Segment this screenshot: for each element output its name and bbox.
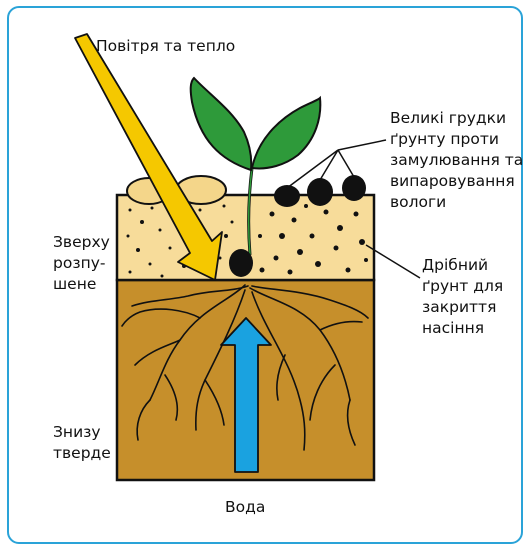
label-air-heat: Повітря та тепло xyxy=(96,36,235,57)
label-top-loose: Зверху розпу- шене xyxy=(53,232,110,295)
label-big-clods: Великі грудки ґрунту проти замулювання т… xyxy=(390,108,523,213)
seed-icon xyxy=(229,249,253,277)
label-bottom-firm: Знизу тверде xyxy=(53,422,111,464)
right-leaf xyxy=(252,98,320,168)
label-fine-soil: Дрібний ґрунт для закриття насіння xyxy=(422,255,503,339)
label-water: Вода xyxy=(225,497,265,518)
left-leaf xyxy=(191,78,252,170)
